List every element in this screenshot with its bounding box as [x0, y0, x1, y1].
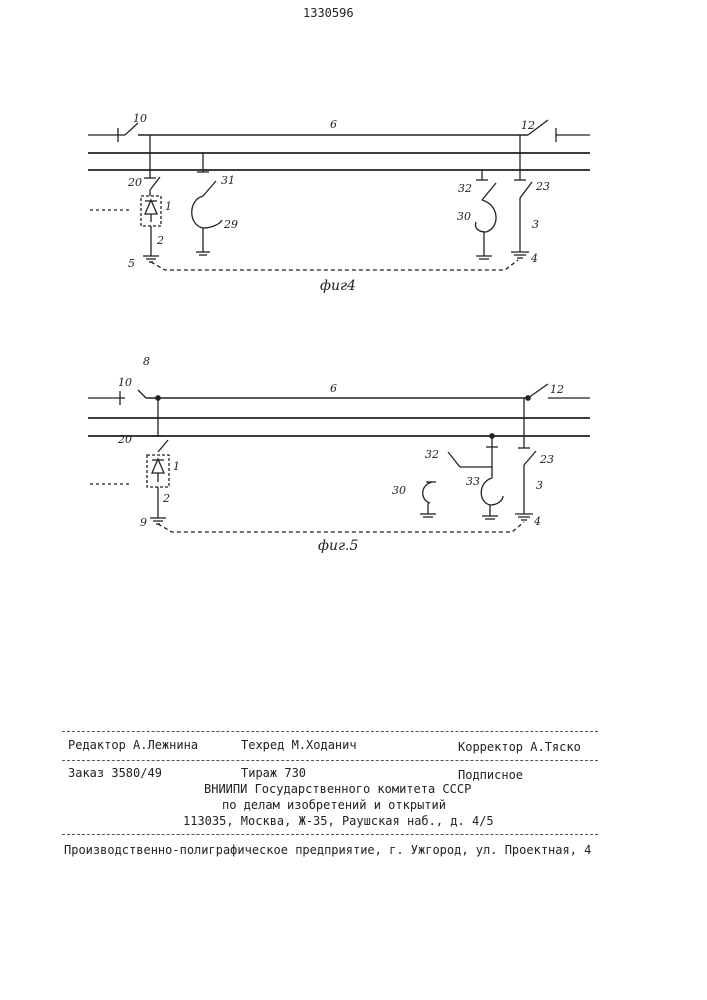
switch-20-blade: [150, 177, 160, 190]
figure-5-diagram: [88, 384, 590, 532]
label-1: 1: [165, 200, 172, 213]
techred-credit: Техред М.Ходанич: [241, 738, 357, 752]
label-20: 20: [127, 176, 142, 189]
switch-31-blade: [203, 181, 216, 196]
org-line-1: ВНИИПИ Государственного комитета СССР: [204, 782, 471, 796]
figure-4-labels: 10 6 12 20 31 1 2 29 32 23 30 3 5 4 фиг4: [127, 112, 550, 294]
switch-23-blade-5: [524, 451, 536, 465]
org-line-2: по делам изобретений и открытий: [222, 798, 446, 812]
label-8: 8: [143, 355, 150, 368]
label-23-5: 23: [539, 453, 554, 466]
label-29: 29: [223, 218, 238, 231]
footer-rule-mid: [62, 760, 598, 761]
switch-10-blade-5: [138, 390, 146, 398]
label-6: 6: [330, 118, 337, 131]
footer-rule-bottom: [62, 834, 598, 835]
label-10: 10: [133, 112, 147, 125]
printer-line: Производственно-полиграфическое предприя…: [64, 843, 591, 857]
label-3: 3: [532, 218, 539, 231]
spark-gap-30-icon-5: [423, 482, 432, 503]
label-30-5: 30: [392, 484, 406, 497]
switch-32-blade-5: [448, 452, 460, 467]
subscription: Подписное: [458, 768, 523, 782]
editor-credit: Редактор А.Лежнина: [68, 738, 198, 752]
switch-20-blade-5: [158, 440, 168, 452]
order-number: Заказ 3580/49: [68, 766, 162, 780]
arrester-diode-icon-5: [152, 459, 164, 473]
label-20-5: 20: [117, 433, 132, 446]
label-4: 4: [530, 252, 538, 265]
label-9: 9: [140, 516, 147, 529]
spark-gap-33-icon: [481, 478, 503, 505]
label-3-5: 3: [536, 479, 543, 492]
label-10-5: 10: [118, 376, 132, 389]
spark-gap-30-icon: [475, 200, 496, 232]
org-address: 113035, Москва, Ж-35, Раушская наб., д. …: [183, 814, 494, 828]
label-32: 32: [458, 182, 472, 195]
label-4-5: 4: [533, 515, 541, 528]
label-2-5: 2: [162, 492, 170, 505]
label-6-5: 6: [330, 382, 337, 395]
label-12: 12: [521, 119, 535, 132]
switch-12-blade-5: [528, 384, 548, 398]
label-31: 31: [221, 174, 235, 187]
figure-5-caption: фиг.5: [318, 538, 359, 554]
circulation: Тираж 730: [241, 766, 306, 780]
label-30: 30: [457, 210, 471, 223]
label-32-5: 32: [425, 448, 439, 461]
switch-23-blade: [520, 182, 532, 198]
label-1-5: 1: [173, 460, 180, 473]
spark-gap-29-icon: [192, 196, 222, 228]
footer-rule-top: [62, 731, 598, 732]
label-2: 2: [156, 234, 164, 247]
label-33: 33: [466, 475, 480, 488]
label-23: 23: [535, 180, 550, 193]
figure-5-labels: 8 10 6 12 20 1 2 32 23 30 33 3 9 4 фиг.5: [117, 355, 564, 554]
figure-4-diagram: [88, 120, 590, 270]
switch-32-blade: [482, 183, 496, 200]
corrector-credit: Корректор А.Тяско: [458, 740, 581, 754]
arrester-diode-icon: [145, 200, 157, 214]
dashed-return-line-5: [158, 522, 524, 532]
figure-4-caption: фиг4: [320, 278, 356, 294]
label-12-5: 12: [550, 383, 564, 396]
label-5: 5: [128, 257, 135, 270]
dashed-return-line: [151, 260, 518, 270]
